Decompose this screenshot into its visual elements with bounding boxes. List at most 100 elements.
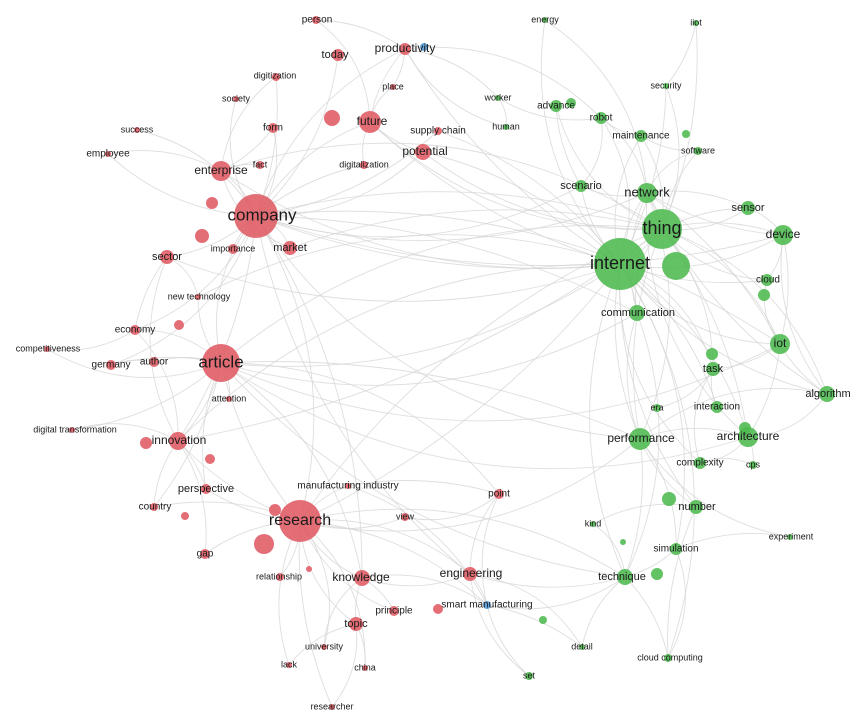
node-era[interactable]: [653, 404, 661, 412]
node-productivity[interactable]: [399, 43, 411, 55]
node-university[interactable]: [321, 644, 327, 650]
node-author[interactable]: [149, 357, 159, 367]
node-unlabeled-12[interactable]: [566, 98, 576, 108]
node-unlabeled-14[interactable]: [758, 289, 770, 301]
node-device[interactable]: [773, 225, 793, 245]
node-china[interactable]: [362, 665, 368, 671]
node-digital_transformation[interactable]: [69, 427, 75, 433]
node-supply_chain[interactable]: [434, 127, 442, 135]
node-enterprise[interactable]: [211, 161, 231, 181]
node-energy[interactable]: [542, 17, 548, 23]
node-employee[interactable]: [105, 151, 111, 157]
node-kind[interactable]: [590, 521, 596, 527]
node-form[interactable]: [268, 123, 278, 133]
node-market[interactable]: [283, 241, 297, 255]
node-cloud[interactable]: [761, 274, 773, 286]
node-smart_manufacturing[interactable]: [483, 601, 491, 609]
node-unlabeled-18[interactable]: [539, 616, 547, 624]
node-relationship[interactable]: [276, 573, 284, 581]
node-architecture[interactable]: [738, 427, 758, 447]
node-view[interactable]: [401, 513, 409, 521]
node-researcher[interactable]: [329, 704, 335, 710]
node-unlabeled-0[interactable]: [206, 197, 218, 209]
node-company[interactable]: [234, 194, 278, 238]
node-complexity[interactable]: [694, 457, 706, 469]
node-unlabeled-13[interactable]: [706, 348, 718, 360]
node-task[interactable]: [706, 362, 720, 376]
node-set[interactable]: [525, 672, 533, 680]
node-unlabeled-10[interactable]: [433, 604, 443, 614]
node-engineering[interactable]: [463, 567, 477, 581]
node-advance[interactable]: [550, 100, 562, 112]
node-scenario[interactable]: [575, 180, 587, 192]
node-research[interactable]: [279, 500, 321, 542]
node-software[interactable]: [694, 147, 702, 155]
node-success[interactable]: [134, 127, 140, 133]
node-perspective[interactable]: [201, 484, 211, 494]
node-sector[interactable]: [160, 250, 174, 264]
node-competitiveness[interactable]: [44, 346, 50, 352]
node-knowledge[interactable]: [354, 570, 370, 586]
node-unlabeled-9[interactable]: [306, 566, 312, 572]
node-technique[interactable]: [617, 569, 633, 585]
node-simulation[interactable]: [670, 543, 682, 555]
node-worker[interactable]: [495, 95, 501, 101]
node-unlabeled-3[interactable]: [174, 320, 184, 330]
node-country[interactable]: [150, 503, 158, 511]
node-unlabeled-2[interactable]: [324, 110, 340, 126]
node-fact[interactable]: [256, 161, 264, 169]
node-algorithm[interactable]: [819, 386, 835, 402]
node-lack[interactable]: [286, 662, 292, 668]
node-iot[interactable]: [770, 334, 790, 354]
node-unlabeled-11[interactable]: [662, 252, 690, 280]
node-iiot[interactable]: [693, 20, 699, 26]
node-topic[interactable]: [349, 617, 363, 631]
node-cloud_computing[interactable]: [664, 654, 672, 662]
node-communication[interactable]: [629, 305, 645, 321]
node-cps[interactable]: [749, 461, 757, 469]
node-digitalization[interactable]: [360, 161, 368, 169]
node-unlabeled-21[interactable]: [420, 43, 428, 51]
node-manufacturing_industry[interactable]: [345, 483, 351, 489]
node-innovation[interactable]: [169, 432, 187, 450]
node-unlabeled-17[interactable]: [682, 130, 690, 138]
node-gap[interactable]: [200, 549, 210, 559]
node-number[interactable]: [689, 500, 703, 514]
node-thing[interactable]: [642, 209, 682, 249]
node-point[interactable]: [494, 489, 504, 499]
node-maintenance[interactable]: [635, 130, 647, 142]
node-sensor[interactable]: [741, 201, 755, 215]
node-unlabeled-7[interactable]: [254, 534, 274, 554]
node-unlabeled-4[interactable]: [140, 437, 152, 449]
node-performance[interactable]: [629, 428, 651, 450]
node-importance[interactable]: [228, 244, 238, 254]
node-experiment[interactable]: [787, 534, 793, 540]
node-unlabeled-16[interactable]: [651, 568, 663, 580]
node-new_technology[interactable]: [195, 294, 201, 300]
node-internet[interactable]: [594, 238, 646, 290]
node-unlabeled-15[interactable]: [662, 492, 676, 506]
node-unlabeled-1[interactable]: [195, 229, 209, 243]
node-interaction[interactable]: [711, 401, 723, 413]
node-unlabeled-5[interactable]: [205, 454, 215, 464]
node-future[interactable]: [359, 111, 381, 133]
node-place[interactable]: [390, 84, 396, 90]
node-person[interactable]: [312, 16, 320, 24]
node-economy[interactable]: [130, 325, 140, 335]
node-human[interactable]: [503, 124, 509, 130]
node-network[interactable]: [637, 183, 657, 203]
node-security[interactable]: [663, 83, 669, 89]
node-today[interactable]: [332, 49, 344, 61]
node-society[interactable]: [233, 96, 239, 102]
node-unlabeled-19[interactable]: [620, 539, 626, 545]
node-unlabeled-8[interactable]: [269, 504, 281, 516]
node-robot[interactable]: [595, 112, 607, 124]
node-digitization[interactable]: [272, 73, 280, 81]
node-potential[interactable]: [415, 144, 431, 160]
node-principle[interactable]: [389, 606, 399, 616]
node-attention[interactable]: [226, 396, 232, 402]
node-unlabeled-6[interactable]: [181, 512, 189, 520]
node-article[interactable]: [202, 344, 240, 382]
node-germany[interactable]: [106, 360, 116, 370]
node-detail[interactable]: [579, 644, 585, 650]
